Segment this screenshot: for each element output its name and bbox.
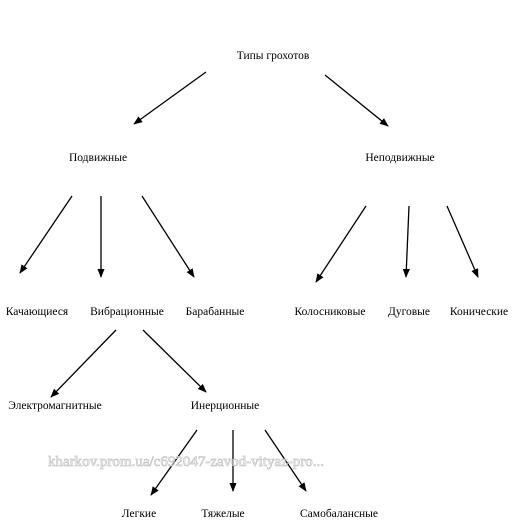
node-light: Легкие <box>122 508 156 520</box>
watermark-text: kharkov.prom.ua/c692047-zavod-vityaz-pro… <box>48 454 324 470</box>
arrow-movable-to-swinging <box>19 195 73 274</box>
arrow-inertial-to-self-balancing <box>264 429 307 492</box>
arrow-fixed-to-grate <box>315 205 367 283</box>
node-self-balancing: Самобалансные <box>300 508 378 520</box>
node-conical: Конические <box>450 306 508 318</box>
node-fixed: Неподвижные <box>365 152 434 164</box>
node-heavy: Тяжелые <box>201 508 244 520</box>
arrow-fixed-to-arc <box>402 205 410 278</box>
nodes: Типы грохотов Подвижные Неподвижные Кача… <box>6 50 508 520</box>
arrow-root-to-fixed <box>324 74 389 127</box>
arrow-movable-to-drum <box>141 195 195 278</box>
node-drum: Барабанные <box>186 306 245 318</box>
node-arc: Дуговые <box>388 306 430 318</box>
arrow-inertial-to-light <box>150 429 198 496</box>
node-grate: Колосниковые <box>295 306 366 318</box>
node-electromagnetic: Электромагнитные <box>8 400 102 412</box>
arrow-vibrating-to-electromagnetic <box>50 329 117 398</box>
arrow-fixed-to-conical <box>446 205 479 278</box>
node-vibrating: Вибрационные <box>90 306 164 318</box>
node-root: Типы грохотов <box>237 50 310 62</box>
edges <box>19 71 479 496</box>
arrow-root-to-movable <box>133 71 207 125</box>
arrow-vibrating-to-inertial <box>142 329 207 393</box>
node-inertial: Инерционные <box>191 400 260 412</box>
node-movable: Подвижные <box>69 152 127 164</box>
node-swinging: Качающиеся <box>6 306 69 318</box>
